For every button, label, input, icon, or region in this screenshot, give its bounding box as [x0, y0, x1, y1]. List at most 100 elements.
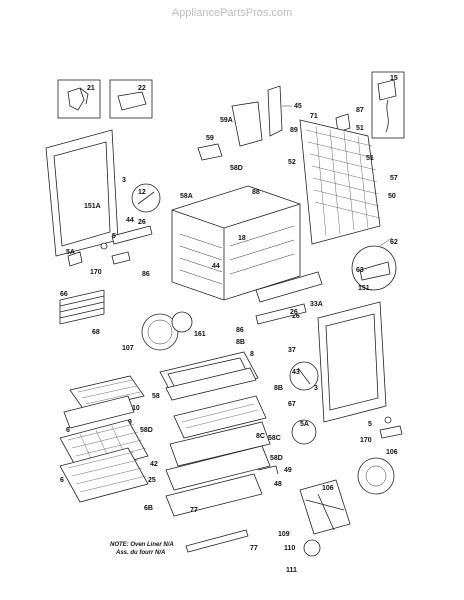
callout-86b: 86 — [236, 327, 244, 334]
callout-151: 151 — [358, 285, 370, 292]
callout-87: 87 — [356, 107, 364, 114]
bracket-45[interactable]: 45 — [267, 85, 302, 137]
callout-59: 59 — [206, 135, 214, 142]
callout-44b: 44 — [212, 263, 220, 270]
callout-5a2: 5A — [300, 421, 309, 428]
callout-58d: 58D — [230, 165, 243, 172]
callout-58a: 58A — [180, 193, 193, 200]
handle-77[interactable]: 77 — [185, 529, 258, 553]
callout-58: 58 — [152, 393, 160, 400]
callout-110: 110 — [284, 545, 295, 552]
part-22-box[interactable]: 22 — [109, 79, 153, 119]
callout-6bb: 6B — [144, 505, 153, 512]
bracket-59a[interactable]: 59A — [220, 101, 263, 147]
callout-89: 89 — [290, 127, 298, 134]
callout-106: 106 — [386, 449, 398, 456]
callout-170b: 170 — [360, 437, 372, 444]
callout-22: 22 — [138, 85, 146, 92]
parts-5-170-right[interactable]: 5A 5 170 — [291, 416, 403, 445]
callout-77b: 77 — [250, 545, 258, 552]
callout-77: 77 — [190, 507, 198, 514]
callout-25: 25 — [148, 477, 156, 484]
callout-107: 107 — [122, 345, 134, 352]
callout-58db: 58D — [270, 455, 283, 462]
callout-48: 48 — [274, 481, 282, 488]
trim-33a[interactable]: 33A 26 — [255, 271, 323, 325]
oven-cavity-58a[interactable]: 58A 58D 88 18 44 — [171, 165, 301, 301]
callout-62: 62 — [390, 239, 398, 246]
callout-45: 45 — [294, 103, 302, 110]
callout-49: 49 — [284, 467, 292, 474]
part-21-box[interactable]: 21 — [57, 79, 101, 119]
element-12[interactable]: 12 44 — [126, 183, 161, 224]
callout-58d2: 58D — [140, 427, 153, 434]
callout-57: 57 — [390, 175, 398, 182]
part-62-63[interactable]: 62 63 — [351, 237, 398, 291]
callout-109: 109 — [278, 531, 290, 538]
callout-68: 68 — [92, 329, 100, 336]
callout-66: 66 — [60, 291, 68, 298]
part-15-box[interactable]: 15 — [371, 71, 405, 139]
rear-panel-71[interactable]: 71 89 52 51 51 57 50 — [288, 113, 398, 245]
callout-88: 88 — [252, 189, 260, 196]
callout-26c: 26 — [290, 309, 298, 316]
callout-26: 26 — [138, 219, 146, 226]
callout-86: 86 — [142, 271, 150, 278]
side-panel-151a[interactable]: 3 151A — [45, 129, 126, 257]
part-43[interactable]: 43 8B — [274, 361, 319, 392]
callout-37: 37 — [288, 347, 296, 354]
callout-26b: 26 — [292, 313, 300, 320]
part-59[interactable]: 59 — [197, 135, 223, 161]
callout-43: 43 — [292, 369, 300, 376]
side-panel-151[interactable]: 151 3 — [314, 285, 387, 423]
callout-151a: 151A — [84, 203, 101, 210]
callout-5b: 5 — [368, 421, 372, 428]
callout-8: 8 — [250, 351, 254, 358]
convection-motor[interactable]: 106 106 109 110 111 — [278, 449, 398, 574]
callout-52: 52 — [288, 159, 296, 166]
callout-18: 18 — [238, 235, 246, 242]
callout-8b2: 8B — [274, 385, 283, 392]
callout-161: 161 — [194, 331, 206, 338]
callout-42: 42 — [150, 461, 158, 468]
inner-door-panels[interactable]: 67 8C 58C 58D 58D — [140, 395, 296, 467]
callout-9: 9 — [128, 419, 132, 426]
callout-5a: 5A — [66, 249, 75, 256]
callout-8b: 8B — [236, 339, 245, 346]
parts-5-170-left[interactable]: 5 5A 170 — [66, 233, 131, 276]
callout-6: 6 — [66, 427, 70, 434]
part-87[interactable]: 87 — [335, 107, 364, 133]
callout-8c: 8C — [256, 433, 265, 440]
callout-106b: 106 — [322, 485, 334, 492]
callout-21: 21 — [87, 85, 95, 92]
callout-3b: 3 — [314, 385, 318, 392]
callout-58c: 58C — [268, 435, 281, 442]
callout-3: 3 — [122, 177, 126, 184]
bracket-26-left[interactable]: 26 — [111, 219, 153, 245]
callout-44: 44 — [126, 217, 134, 224]
callout-67: 67 — [288, 401, 296, 408]
callout-6b: 6 — [60, 477, 64, 484]
callout-59a: 59A — [220, 117, 233, 124]
oven-racks[interactable]: 6 6 6B — [59, 419, 153, 512]
callout-50: 50 — [388, 193, 396, 200]
callout-111: 111 — [286, 567, 297, 574]
callout-5: 5 — [112, 233, 116, 240]
callout-63: 63 — [356, 267, 364, 274]
broiler-pan[interactable]: 10 9 — [63, 375, 145, 429]
watermark-text: AppliancePartsPros.com — [172, 7, 292, 19]
callout-51b: 51 — [366, 155, 374, 162]
callout-12: 12 — [138, 189, 146, 196]
door-assembly-58[interactable]: 8 58 — [152, 351, 259, 401]
element-66[interactable]: 66 68 — [59, 289, 105, 336]
callout-15: 15 — [390, 75, 398, 82]
callout-10: 10 — [132, 405, 140, 412]
fan-161[interactable]: 161 107 — [122, 311, 206, 352]
callout-33a: 33A — [310, 301, 323, 308]
note-line-2: Ass. du fourr N/A — [115, 550, 165, 556]
callout-71: 71 — [310, 113, 318, 120]
door-frame[interactable]: 42 25 49 48 77 — [148, 445, 292, 517]
note-line-1: NOTE: Oven Liner N/A — [110, 542, 174, 548]
callout-51: 51 — [356, 125, 364, 132]
